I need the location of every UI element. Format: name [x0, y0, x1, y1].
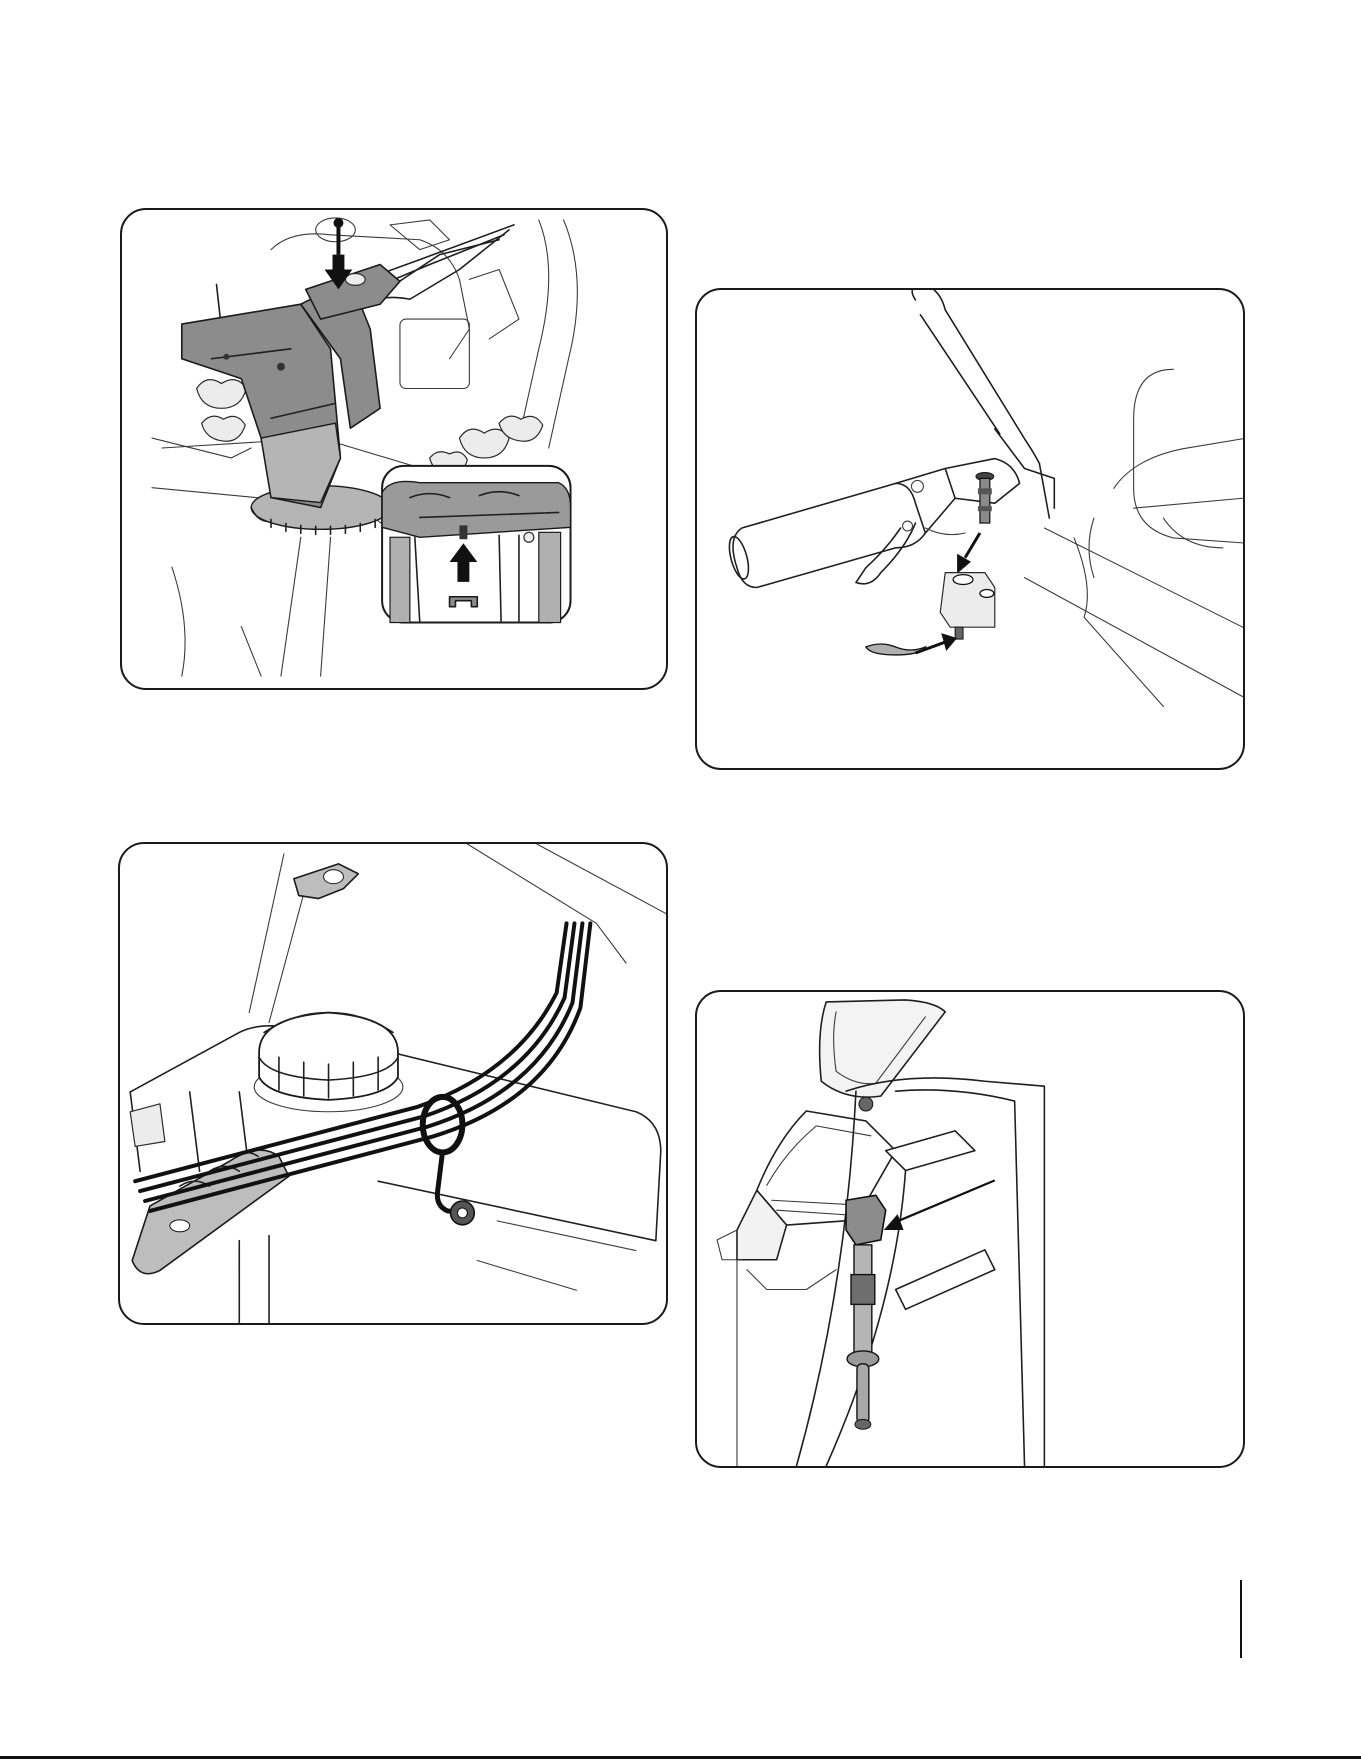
figure-handle-pin — [695, 288, 1245, 770]
figure-chute-mount — [120, 208, 668, 690]
page-bottom-rule — [0, 1756, 1361, 1759]
chute-crank-illustration — [697, 992, 1243, 1466]
handle-pin-illustration — [697, 290, 1243, 768]
chute-assembly-illustration — [122, 210, 666, 688]
figure-chute-crank — [695, 990, 1245, 1468]
figure-cable-guide — [118, 842, 668, 1325]
cable-guide-illustration — [120, 844, 666, 1323]
page-margin-rule — [1240, 1580, 1242, 1658]
